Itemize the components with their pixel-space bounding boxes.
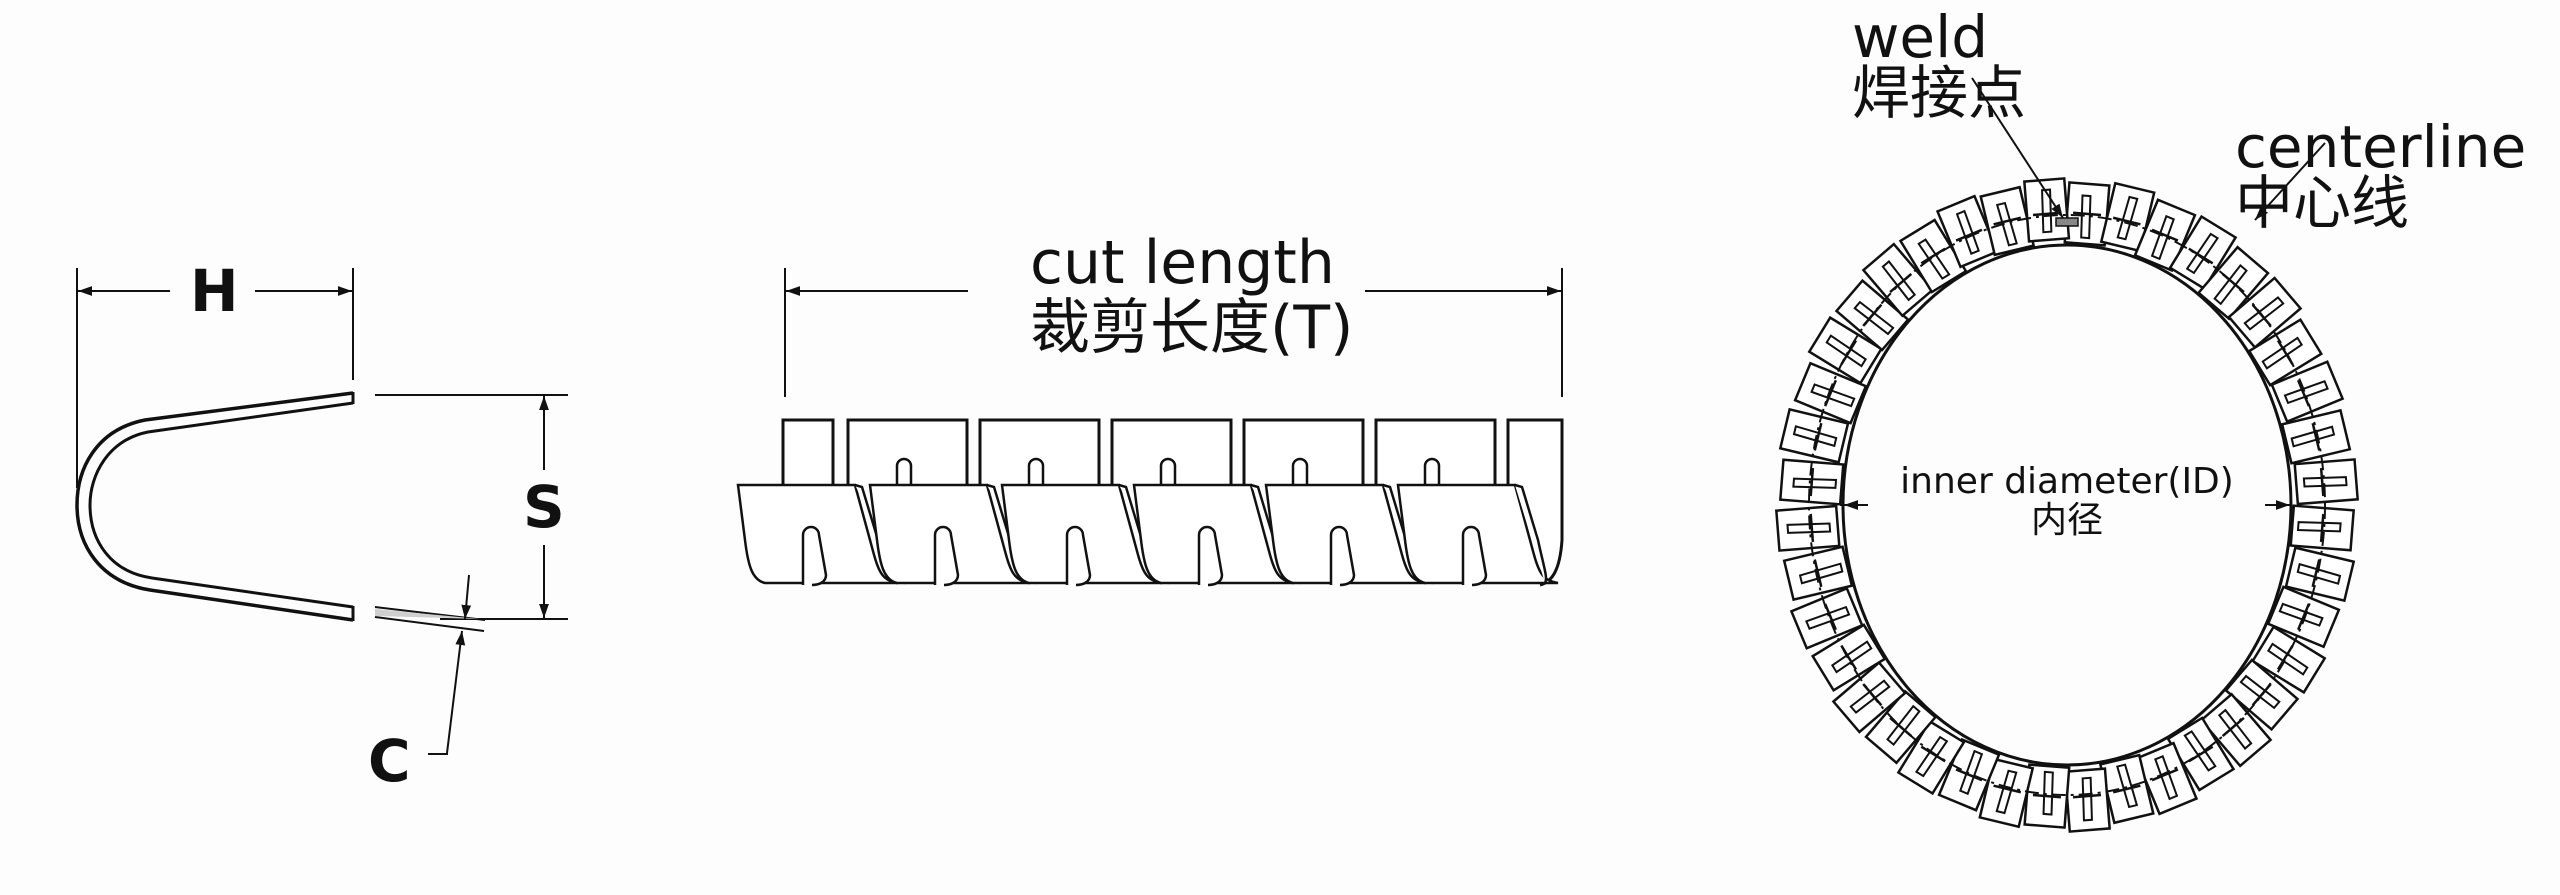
cut-length-label-zh: 裁剪长度(T) bbox=[1030, 293, 1354, 363]
segment-6 bbox=[1396, 483, 1559, 587]
upper-slots bbox=[895, 457, 1441, 485]
dim-c-label: C bbox=[368, 727, 411, 795]
ring-segment bbox=[1774, 504, 1841, 552]
ring-segment bbox=[2199, 692, 2273, 768]
ring-segment bbox=[2280, 408, 2352, 465]
ring-segment bbox=[2270, 360, 2345, 424]
ring-segment bbox=[1978, 757, 2035, 829]
ring-segment bbox=[2063, 767, 2112, 833]
centerline bbox=[1808, 214, 2326, 796]
ring-segment bbox=[2284, 546, 2356, 603]
ring-segment bbox=[1979, 185, 2036, 257]
ring-segment bbox=[1937, 737, 2001, 812]
front-segments bbox=[736, 483, 1559, 587]
weld-point-marker bbox=[2055, 217, 2079, 227]
ring-segments bbox=[1774, 177, 2360, 833]
centerline-label-zh: 中心线 bbox=[2235, 169, 2410, 237]
weld-leader bbox=[1971, 77, 2064, 219]
ring-segment bbox=[2099, 181, 2156, 253]
ring-segment bbox=[2293, 458, 2360, 506]
u-profile-outer bbox=[75, 391, 354, 622]
centerline-leader bbox=[2254, 142, 2326, 221]
ring-segment bbox=[2266, 585, 2341, 649]
ring-segment bbox=[1778, 458, 1845, 506]
centerline-label-en: centerline bbox=[2235, 113, 2527, 181]
ring-segment bbox=[2227, 276, 2303, 350]
c-line-2 bbox=[374, 616, 485, 632]
cut-length-label-en: cut length bbox=[1030, 228, 1335, 298]
ring-segment bbox=[2023, 763, 2071, 829]
ring-segment bbox=[2098, 753, 2155, 825]
weld-label-en: weld bbox=[1852, 3, 1989, 71]
ring-segment bbox=[1782, 545, 1854, 602]
ring-segment bbox=[2134, 741, 2199, 816]
ring-segment bbox=[2133, 198, 2197, 273]
c-arrow-top bbox=[461, 574, 472, 620]
upper-tabs bbox=[781, 418, 1564, 587]
ring-segment bbox=[1935, 194, 2000, 269]
ring-segment bbox=[1778, 407, 1850, 464]
ring-segment bbox=[1793, 361, 1868, 425]
ring-segment bbox=[2250, 625, 2327, 695]
weld-label-zh: 焊接点 bbox=[1852, 59, 2027, 127]
c-arrow-bottom bbox=[446, 630, 466, 754]
dim-h-label: H bbox=[190, 257, 239, 325]
ring-segment bbox=[1789, 586, 1864, 650]
ring-segment bbox=[1810, 623, 1887, 693]
ring-segment bbox=[2168, 214, 2238, 291]
ring-segment bbox=[2022, 177, 2071, 243]
u-profile-inner bbox=[88, 401, 354, 609]
ring-segment bbox=[1898, 218, 1968, 294]
id-label-zh: 内径 bbox=[2030, 500, 2103, 541]
id-label-en: inner diameter(ID) bbox=[1900, 461, 2234, 502]
ring-segment bbox=[2289, 504, 2356, 552]
dim-s-label: S bbox=[523, 473, 565, 541]
